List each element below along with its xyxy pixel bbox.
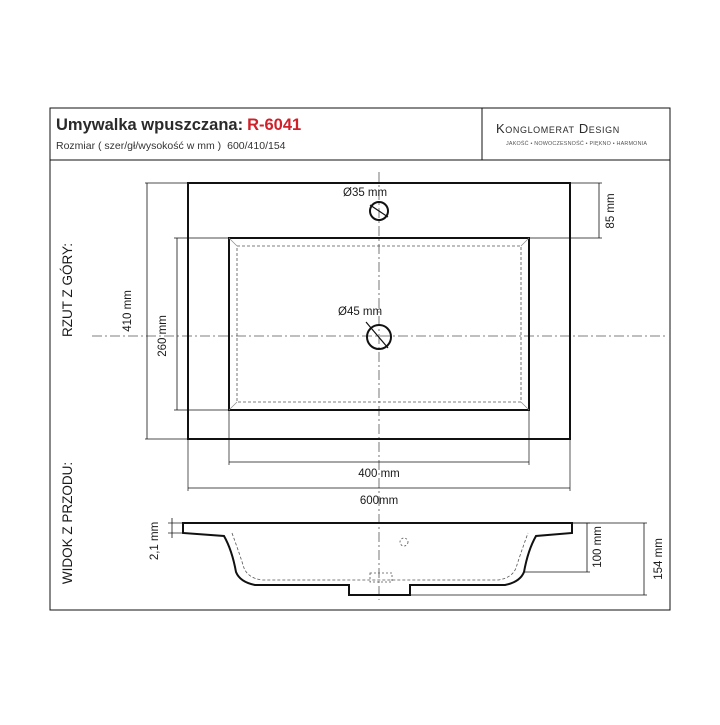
brand-logo-text: Konglomerat Design <box>496 121 620 136</box>
dim-label-85: 85 mm <box>605 193 617 228</box>
outer-frame <box>49 107 671 611</box>
front-view-inner-bowl <box>231 532 529 581</box>
bowl-chamfer-lines <box>228 237 530 411</box>
dim-label-260: 260 mm <box>157 315 169 357</box>
front-view-drain <box>369 572 393 583</box>
dim-label-400: 400 mm <box>358 468 400 480</box>
product-code: R-6041 <box>247 116 302 134</box>
tap-hole-leader <box>369 204 389 218</box>
size-line: Rozmiar ( szer/gł/wysokość w mm ) 600/410… <box>56 140 286 152</box>
product-title: Umywalka wpuszczana:R-6041 <box>56 116 301 135</box>
product-title-text: Umywalka wpuszczana: <box>56 116 244 134</box>
dim-label-410: 410 mm <box>122 290 134 332</box>
dim-label-600: 600mm <box>360 495 398 507</box>
top-view-bowl-opening <box>228 237 530 411</box>
size-value: 600/410/154 <box>227 140 286 152</box>
dim-label-100: 100 mm <box>592 526 604 568</box>
brand-tagline: JAKOŚĆ • NOWOCZESNOŚĆ • PIĘKNO • HARMONI… <box>506 141 648 147</box>
tap-hole-label: Ø35 mm <box>343 187 387 199</box>
title-block: Umywalka wpuszczana:R-6041 Rozmiar ( sze… <box>50 108 670 160</box>
dim-label-154: 154 mm <box>653 538 665 580</box>
dim-label-2-1: 2,1 mm <box>149 522 161 560</box>
drain-hole-label: Ø45 mm <box>338 306 382 318</box>
top-view-label: RZUT Z GÓRY: <box>60 243 75 337</box>
front-view-label: WIDOK Z PRZODU: <box>60 462 75 584</box>
drain-hole-leader <box>365 321 389 349</box>
size-label: Rozmiar ( szer/gł/wysokość w mm ) <box>56 140 222 152</box>
drain-hole-circle <box>366 324 392 350</box>
tap-hole-circle <box>369 201 389 221</box>
top-view-bowl-inner <box>236 245 522 403</box>
front-view-overflow <box>399 537 409 547</box>
top-view-outer-rim <box>187 182 571 440</box>
